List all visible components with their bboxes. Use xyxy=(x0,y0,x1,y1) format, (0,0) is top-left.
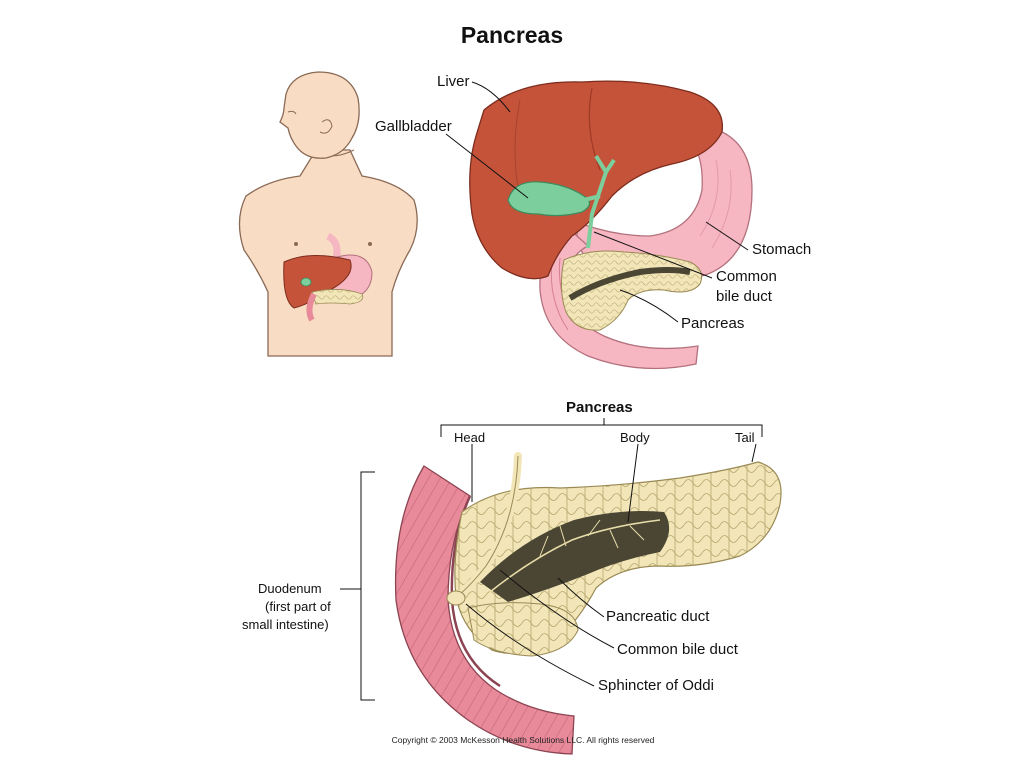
label-head: Head xyxy=(454,430,485,445)
sphincter xyxy=(446,590,466,606)
page-title: Pancreas xyxy=(460,22,564,48)
torso-body xyxy=(238,149,418,357)
duodenum-bracket xyxy=(360,471,375,701)
label-sphincter-of-oddi: Sphincter of Oddi xyxy=(598,677,714,694)
label-duodenum: Duodenum xyxy=(258,581,322,596)
label-stomach: Stomach xyxy=(752,241,811,258)
mini-pancreas xyxy=(311,289,364,305)
label-pancreas-top: Pancreas xyxy=(681,315,744,332)
top-labels: Liver Gallbladder Stomach Common bile du… xyxy=(375,73,811,332)
liver xyxy=(469,80,724,280)
label-duodenum-line3: small intestine) xyxy=(242,617,329,632)
label-tail: Tail xyxy=(735,430,755,445)
copyright-notice: Copyright © 2003 McKesson Health Solutio… xyxy=(391,735,655,745)
label-common-bile-duct-line1: Common xyxy=(716,268,777,285)
torso-organs xyxy=(283,232,373,322)
label-body: Body xyxy=(620,430,650,445)
region-bracket xyxy=(440,418,763,437)
bottom-header: Pancreas xyxy=(566,399,633,416)
gallbladder xyxy=(507,181,591,217)
label-liver: Liver xyxy=(437,73,470,90)
label-common-bile-duct-line2: bile duct xyxy=(716,288,773,305)
pancreas-detail-illustration xyxy=(394,452,782,755)
label-duodenum-line2: (first part of xyxy=(265,599,331,614)
torso-figure xyxy=(238,71,418,357)
head xyxy=(279,71,360,159)
label-pancreatic-duct: Pancreatic duct xyxy=(606,608,710,625)
label-gallbladder: Gallbladder xyxy=(375,118,452,135)
organs-illustration xyxy=(469,80,753,370)
label-common-bile-duct: Common bile duct xyxy=(617,641,739,658)
pancreatic-duct-region xyxy=(480,511,670,602)
